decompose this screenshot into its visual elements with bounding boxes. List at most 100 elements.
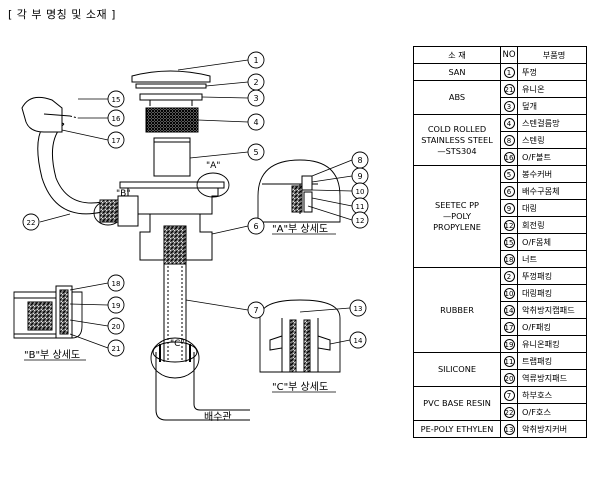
part-name-cell: 봉수커버 [517, 165, 587, 183]
callout-number: 7 [253, 306, 258, 315]
part-name-cell: O/F패킹 [517, 318, 587, 336]
callout-13: 13 [349, 299, 367, 317]
part-number: 8 [503, 134, 515, 146]
callout-number: 13 [354, 305, 363, 313]
part-number-cell: 2 [500, 267, 518, 285]
part-number-cell: 20 [500, 369, 518, 387]
callout-12: 12 [351, 211, 369, 229]
part-name-cell: 스텐걸름망 [517, 114, 587, 132]
part-number: 2 [503, 270, 515, 282]
part-name-cell: O/F볼트 [517, 148, 587, 166]
detail-c-caption: "C"부 상세도 [272, 381, 328, 393]
header-material: 소 재 [413, 46, 501, 64]
detail-b-caption: "B"부 상세도 [24, 349, 80, 361]
callout-number: 1 [253, 56, 258, 65]
callout-20: 20 [107, 317, 125, 335]
part-number-cell: 9 [500, 199, 518, 217]
cover [139, 93, 203, 101]
part-number-cell: 8 [500, 131, 518, 149]
part-name-cell: 대링 [517, 199, 587, 217]
callout-18: 18 [107, 274, 125, 292]
part-name-cell: O/F호스 [517, 403, 587, 421]
detail-a-caption: "A"부 상세도 [272, 223, 328, 235]
part-name-cell: 스텐링 [517, 131, 587, 149]
detail-c-frame [259, 299, 341, 373]
part-name-cell: 뚜껑패킹 [517, 267, 587, 285]
part-number-cell: 22 [500, 403, 518, 421]
material-cell: PVC BASE RESIN [413, 386, 501, 421]
callout-number: 22 [27, 219, 36, 227]
callout-number: 5 [253, 148, 258, 157]
part-number-cell: 5 [500, 165, 518, 183]
part-name-cell: 역류방지패드 [517, 369, 587, 387]
callout-number: 2 [253, 78, 258, 87]
material-cell: RUBBER [413, 267, 501, 353]
callout-number: 3 [253, 94, 258, 103]
part-number-cell: 7 [500, 386, 518, 404]
lower-hose [163, 264, 187, 362]
drain-pipe-shape [155, 352, 250, 421]
callout-11: 11 [351, 197, 369, 215]
part-number: 14 [503, 304, 515, 316]
part-number-cell: 11 [500, 352, 518, 370]
callout-number: 20 [112, 323, 121, 331]
material-cell: ABS [413, 80, 501, 115]
callout-number: 4 [253, 118, 258, 127]
callout-8: 8 [351, 151, 369, 169]
callout-number: 16 [112, 115, 121, 123]
callout-22: 22 [22, 213, 40, 231]
part-number: 13 [503, 423, 515, 435]
part-number: 16 [503, 151, 515, 163]
part-number: 20 [503, 372, 515, 384]
material-cell: SAN [413, 63, 501, 81]
part-number-cell: 4 [500, 114, 518, 132]
callout-15: 15 [107, 90, 125, 108]
callout-number: 11 [356, 203, 365, 211]
callout-7: 7 [247, 301, 265, 319]
part-name-cell: 하부호스 [517, 386, 587, 404]
callout-19: 19 [107, 296, 125, 314]
label-a: "A" [206, 161, 220, 171]
part-number: 21 [503, 83, 515, 95]
callout-5: 5 [247, 143, 265, 161]
part-number-cell: 13 [500, 420, 518, 438]
part-number: 1 [503, 66, 515, 78]
strainer [145, 107, 199, 133]
callout-21: 21 [107, 339, 125, 357]
callout-6: 6 [247, 217, 265, 235]
material-cell: SILICONE [413, 352, 501, 387]
callout-number: 10 [356, 188, 365, 196]
part-number-cell: 19 [500, 335, 518, 353]
callout-16: 16 [107, 109, 125, 127]
part-name-cell: 악취방지커버 [517, 420, 587, 438]
part-number-cell: 3 [500, 97, 518, 115]
part-name-cell: 회전링 [517, 216, 587, 234]
material-cell: PE-POLY ETHYLEN [413, 420, 501, 438]
part-number-cell: 16 [500, 148, 518, 166]
header-no: NO [500, 46, 518, 64]
part-number-cell: 17 [500, 318, 518, 336]
part-name-cell: 배수구몸체 [517, 182, 587, 200]
callout-14: 14 [349, 331, 367, 349]
label-b: "B" [116, 189, 130, 199]
callout-number: 15 [112, 96, 121, 104]
callout-2: 2 [247, 73, 265, 91]
part-number: 9 [503, 202, 515, 214]
part-name-cell: 뚜껑 [517, 63, 587, 81]
part-number: 3 [503, 100, 515, 112]
header-name: 부품명 [517, 46, 587, 64]
part-number-cell: 6 [500, 182, 518, 200]
